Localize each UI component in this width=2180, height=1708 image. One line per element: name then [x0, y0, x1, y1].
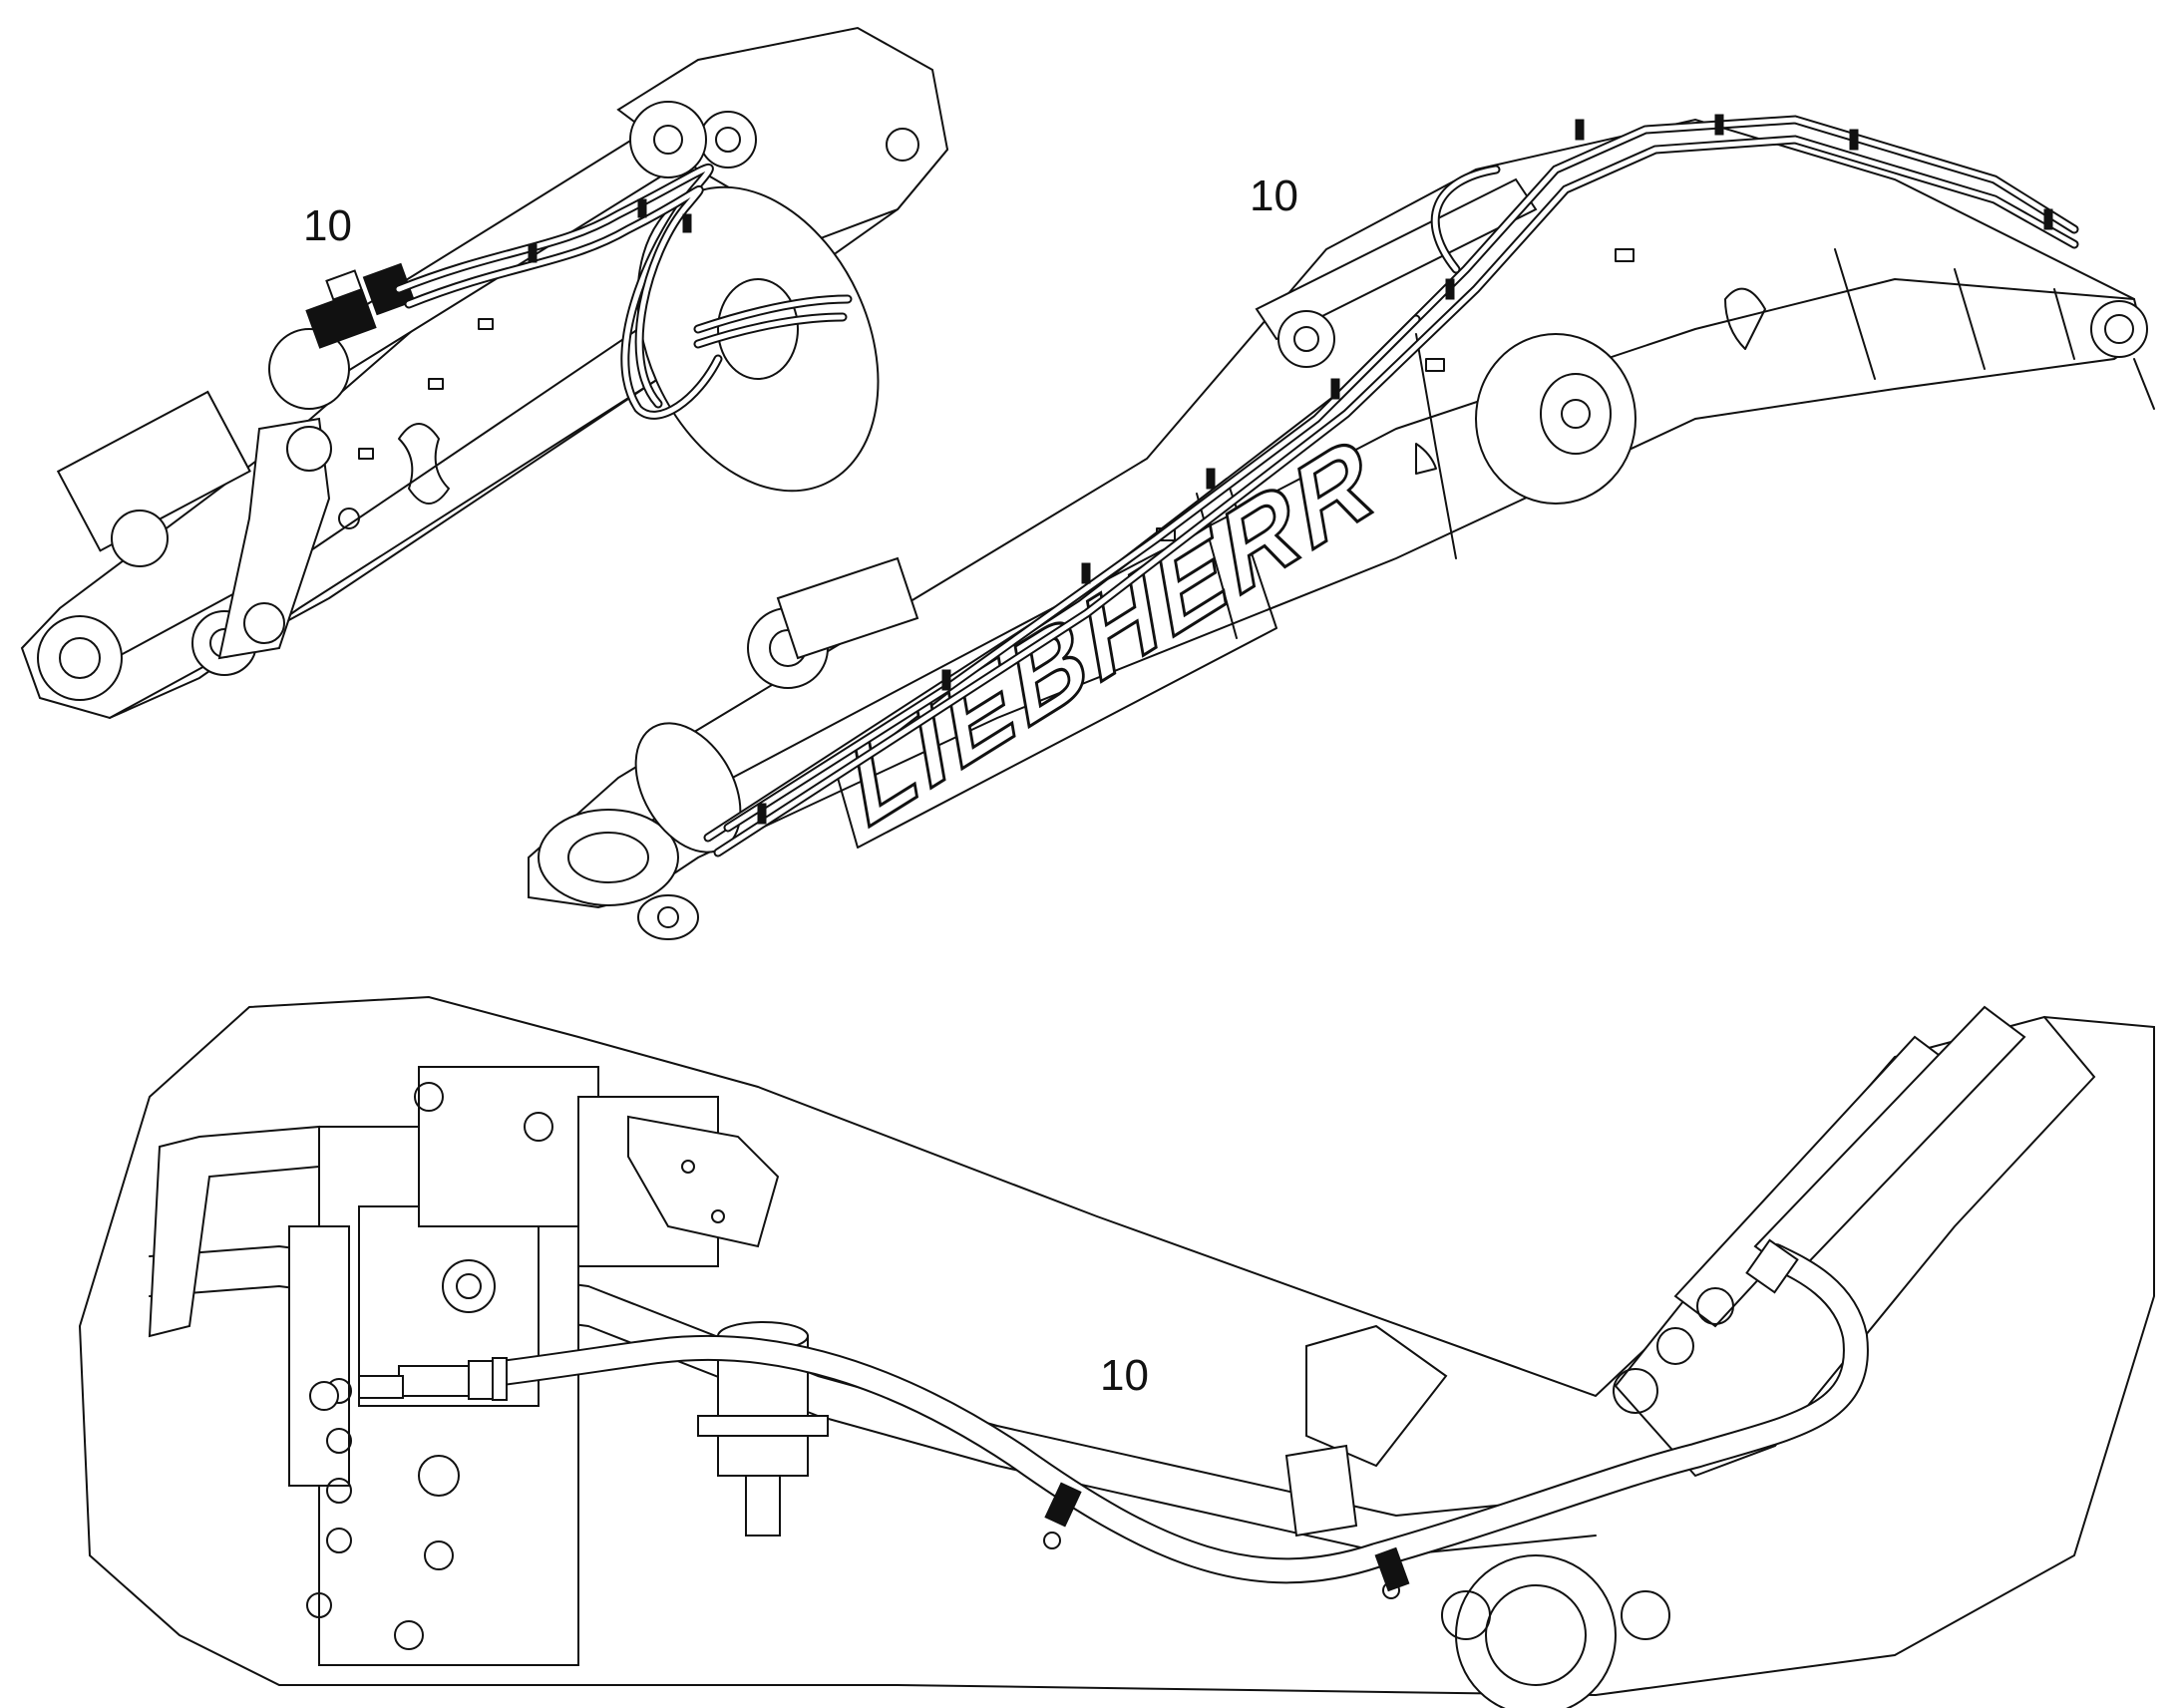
- detail-view-drawing: [78, 995, 2155, 1708]
- callout-label: 10: [303, 201, 352, 250]
- hose-clamp: [1044, 1482, 1082, 1528]
- cylinder-group-right: [1441, 1005, 2096, 1708]
- hose-bundle-boom: [703, 114, 2079, 857]
- callout-label: 10: [1250, 171, 1298, 220]
- hose-main-detail: [466, 1243, 1869, 1584]
- callout-label: 10: [1100, 1351, 1149, 1400]
- boom-assembly-drawing: LIEBHERR: [528, 114, 2155, 940]
- stick-assembly-drawing: [20, 26, 949, 720]
- valve-block: [305, 262, 416, 349]
- hose-fitting-left: [309, 1357, 508, 1411]
- hose-fitting-right: [1745, 1238, 1799, 1294]
- hose-bundle-stick: [394, 163, 853, 420]
